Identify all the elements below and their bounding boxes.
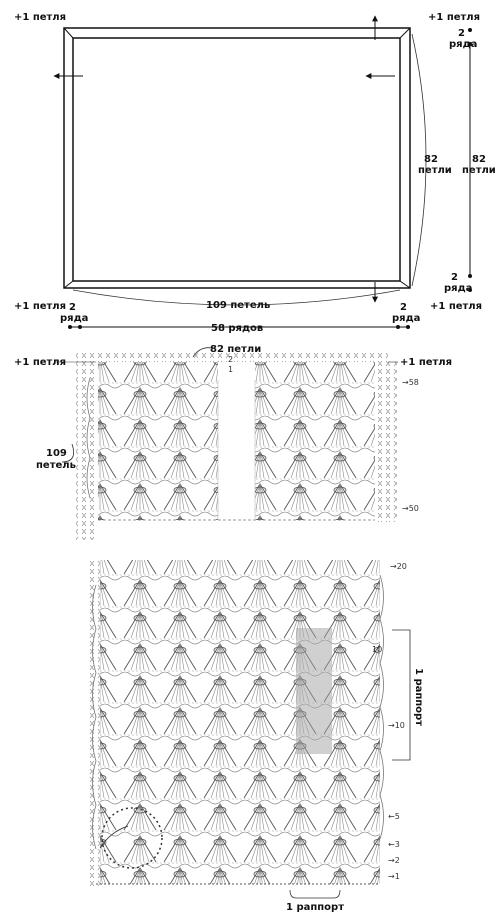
right-mid-stitches-num: 82 <box>472 154 486 165</box>
pattern-row-markers: →20 10 →10 ←5 ←3 →2 →1 <box>372 562 407 881</box>
bottom-left-plus-label: +1 петля <box>14 301 66 312</box>
inner-right-stitches-word: петли <box>418 165 452 176</box>
border-left-stitches-num: 109 <box>46 448 67 459</box>
right-bottom-rows-word: ряда <box>444 283 472 294</box>
border-chart <box>56 347 398 540</box>
border-row-marker: →58 <box>402 378 419 387</box>
border-row-markers: 2 1 →58 →50 <box>228 355 419 513</box>
border-row-marker: →50 <box>402 504 419 513</box>
bottom-right-rows-word: ряда <box>392 313 420 324</box>
bottom-right-rows-num: 2 <box>400 302 407 313</box>
pattern-row-marker: →1 <box>388 872 400 881</box>
pattern-row-marker: →2 <box>388 856 400 865</box>
pattern-row-marker: 10 <box>372 645 382 654</box>
border-top-stitches-label: 82 петли <box>210 344 261 355</box>
right-top-rows-word: ряда <box>449 39 477 50</box>
start-marker-circle <box>101 807 163 869</box>
schema-outline <box>53 15 472 329</box>
pattern-row-marker: →10 <box>388 721 405 730</box>
right-mid-stitches-word: петли <box>462 165 496 176</box>
inner-right-stitches-num: 82 <box>424 154 438 165</box>
bottom-left-rows-word: ряда <box>60 313 88 324</box>
border-row-marker: 1 <box>228 365 233 374</box>
right-bottom-rows-num: 2 <box>451 272 458 283</box>
pattern-chart <box>88 558 411 899</box>
pattern-row-marker: ←3 <box>388 840 400 849</box>
border-row-marker: 2 <box>228 355 233 364</box>
right-top-rows-num: 2 <box>458 28 465 39</box>
top-left-plus-label: +1 петля <box>14 12 66 23</box>
top-right-plus-label: +1 петля <box>428 12 480 23</box>
border-left-stitches-word: петель <box>36 460 76 471</box>
border-left-plus-label: +1 петля <box>14 357 66 368</box>
bottom-left-rows-num: 2 <box>69 302 76 313</box>
border-right-plus-label: +1 петля <box>400 357 452 368</box>
bottom-rows-total-label: 58 рядов <box>211 323 263 334</box>
pattern-row-marker: →20 <box>390 562 407 571</box>
repeat-right-label: 1 раппорт <box>413 668 424 726</box>
bottom-stitches-label: 109 петель <box>206 300 270 311</box>
repeat-bottom-label: 1 раппорт <box>286 902 344 913</box>
bottom-right-plus-label: +1 петля <box>430 301 482 312</box>
pattern-row-marker: ←5 <box>388 812 400 821</box>
